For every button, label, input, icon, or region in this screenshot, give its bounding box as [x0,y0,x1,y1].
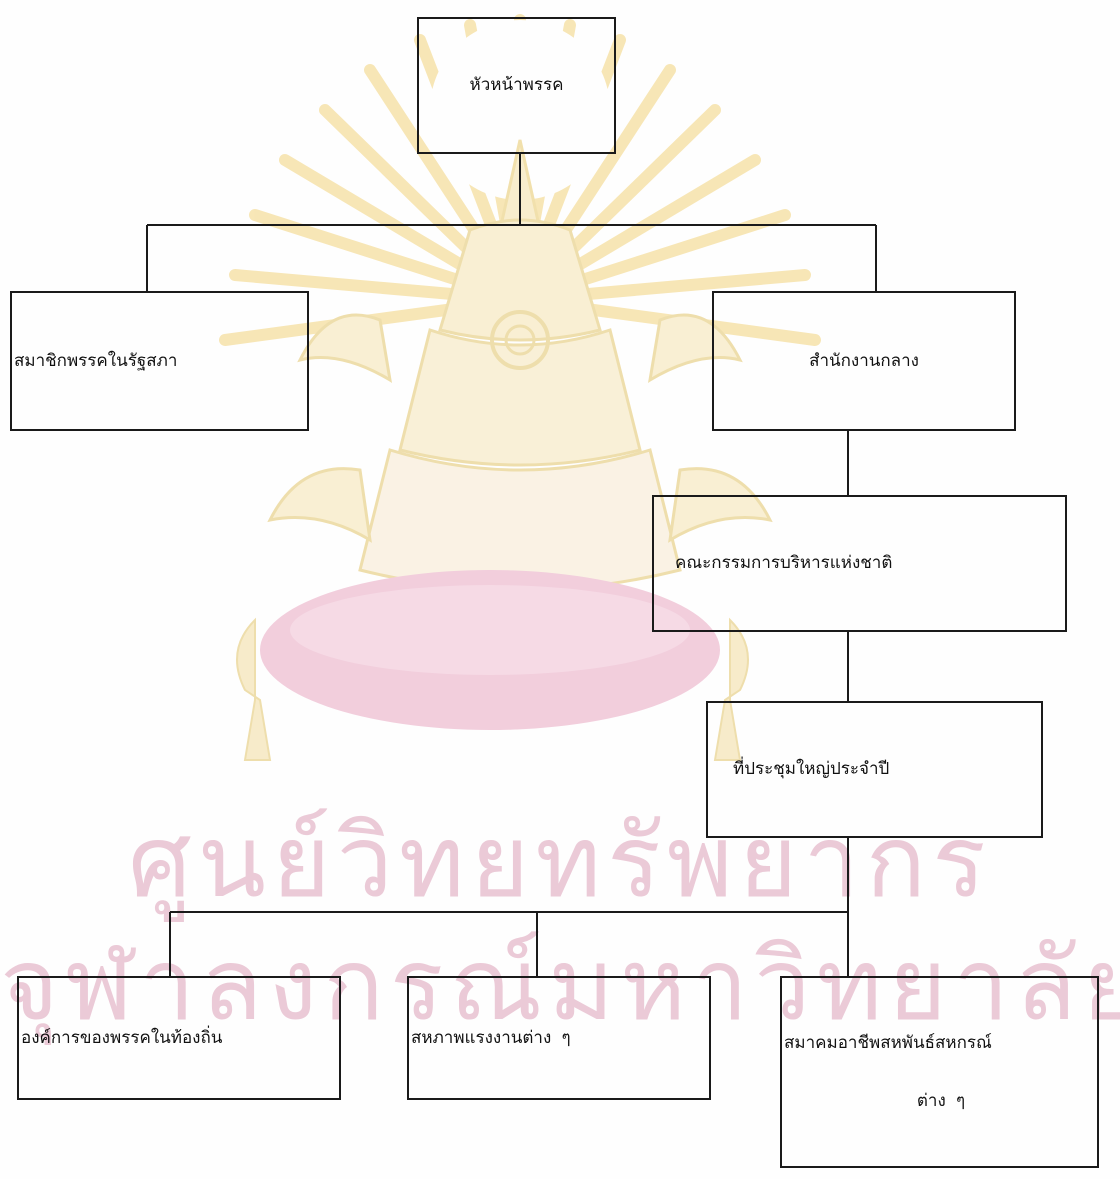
local-organizations-label: องค์การของพรรคในท้องถิ่น [21,1027,223,1048]
box-labor-unions: สหภาพแรงงานต่าง ๆ [411,977,710,1099]
box-professional-associations: สมาคมอาชีพสหพันธ์สหกรณ์ ต่าง ๆ [784,977,1098,1167]
box-national-executive: คณะกรรมการบริหารแห่งชาติ [675,496,1066,631]
central-office-label: สำนักงานกลาง [809,350,919,371]
box-party-leader: หัวหน้าพรรค [418,18,615,153]
box-members-parliament: สมาชิกพรรคในรัฐสภา [14,292,308,430]
party-leader-label: หัวหน้าพรรค [469,75,564,96]
members-parliament-label: สมาชิกพรรคในรัฐสภา [14,350,178,371]
box-central-office: สำนักงานกลาง [713,292,1015,430]
national-executive-label: คณะกรรมการบริหารแห่งชาติ [675,553,893,574]
labor-unions-label: สหภาพแรงงานต่าง ๆ [411,1027,571,1048]
professional-associations-label-1: สมาคมอาชีพสหพันธ์สหกรณ์ [784,1032,992,1053]
box-local-organizations: องค์การของพรรคในท้องถิ่น [21,977,340,1099]
professional-associations-label-2: ต่าง ๆ [916,1091,966,1111]
annual-assembly-label: ที่ประชุมใหญ่ประจำปี [733,759,890,780]
box-annual-assembly: ที่ประชุมใหญ่ประจำปี [733,702,1042,837]
